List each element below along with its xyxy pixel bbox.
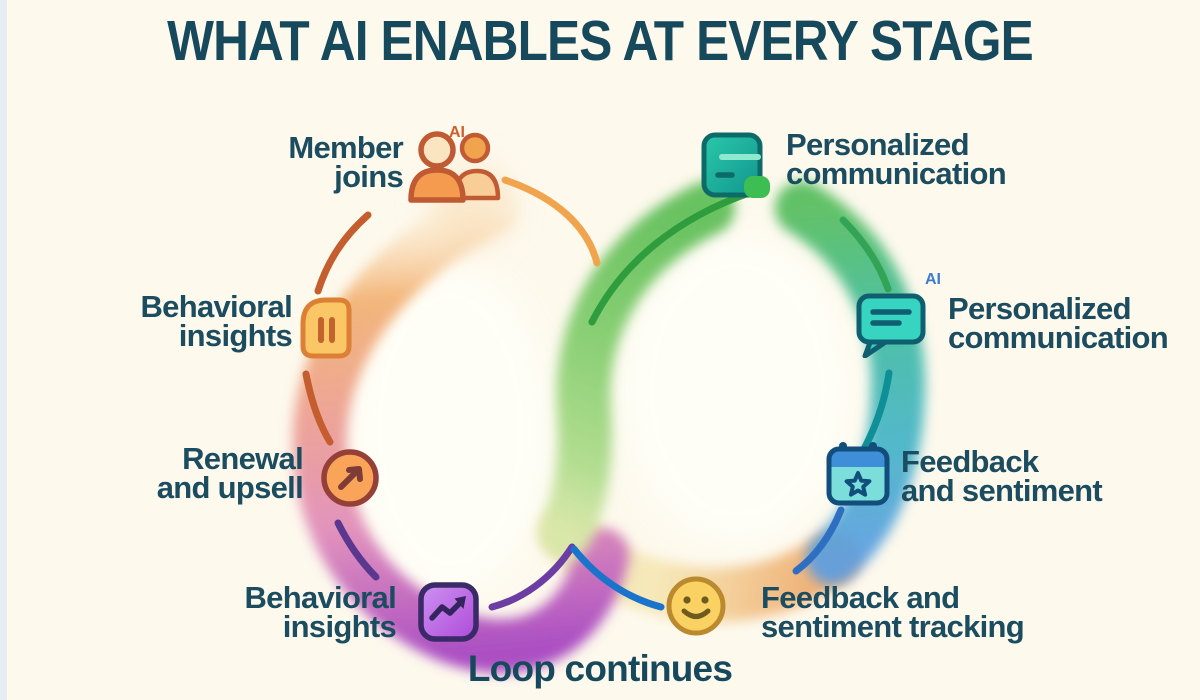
pause-bars-icon	[300, 297, 352, 359]
stage-line: Behavioral	[140, 289, 292, 324]
stage-line: and sentiment	[901, 473, 1103, 508]
stage-line: insights	[282, 609, 397, 644]
stage-line: Member	[288, 130, 403, 165]
left-lobe-glow	[350, 265, 550, 595]
right-lobe-glow	[622, 235, 852, 545]
stage-label-personalized-communication-top: Personalized communication	[786, 127, 1007, 191]
stage-label-personalized-communication-right: Personalized communication	[948, 291, 1169, 355]
stage-label-behavioral-insights-left: Behavioral insights	[140, 289, 293, 353]
blue-arc-right	[792, 506, 845, 575]
purple-arc-right	[488, 543, 576, 611]
teal-arc-right	[861, 369, 893, 451]
stage-line: and upsell	[156, 470, 304, 505]
stage-line: Personalized	[786, 127, 970, 162]
stage-line: Renewal	[182, 441, 304, 476]
trend-chart-icon	[418, 582, 479, 642]
smiley-face-icon	[666, 576, 726, 636]
stage-line: Feedback	[901, 444, 1039, 479]
right-loop-blue-band	[775, 181, 926, 585]
stage-label-member-joins: Member joins	[288, 130, 404, 194]
stage-line: Behavioral	[244, 580, 396, 615]
green-blob	[744, 176, 770, 198]
blue-arc-bottom	[570, 545, 665, 611]
stage-label-feedback-sentiment-tracking: Feedback and sentiment tracking	[761, 580, 1025, 644]
rust-arc-mid	[302, 370, 334, 446]
stage-line: communication	[948, 320, 1169, 355]
stage-line: communication	[786, 156, 1007, 191]
stage-line: joins	[334, 159, 404, 194]
green-arc-top	[588, 188, 756, 326]
chat-bubble-icon	[856, 293, 926, 358]
stage-line: insights	[178, 318, 293, 353]
left-edge-strip	[0, 0, 7, 700]
left-loop-band	[292, 181, 629, 674]
stage-line: Feedback and	[761, 580, 960, 615]
orange-connector-stroke	[501, 176, 601, 267]
ai-badge-chat: AI	[925, 271, 941, 288]
green-arc-right	[839, 216, 892, 293]
purple-arc-left	[334, 519, 380, 581]
calendar-star-icon	[826, 442, 890, 506]
stage-line: sentiment tracking	[761, 609, 1025, 644]
growth-arrow-icon	[321, 449, 379, 507]
ai-badge-member: AI	[449, 124, 465, 141]
loop-continues-label: Loop continues	[467, 648, 733, 689]
page-title: WHAT AI ENABLES AT EVERY STAGE	[167, 9, 1034, 73]
stage-line: Personalized	[948, 291, 1132, 326]
document-icon	[701, 132, 770, 198]
star-glyph	[844, 471, 872, 497]
stage-label-renewal-and-upsell: Renewal and upsell	[156, 441, 304, 505]
stage-label-behavioral-insights-bottom: Behavioral insights	[244, 580, 397, 644]
people-icon	[408, 131, 501, 203]
rust-arc-top	[314, 211, 372, 295]
stage-label-feedback-and-sentiment: Feedback and sentiment	[901, 444, 1103, 508]
